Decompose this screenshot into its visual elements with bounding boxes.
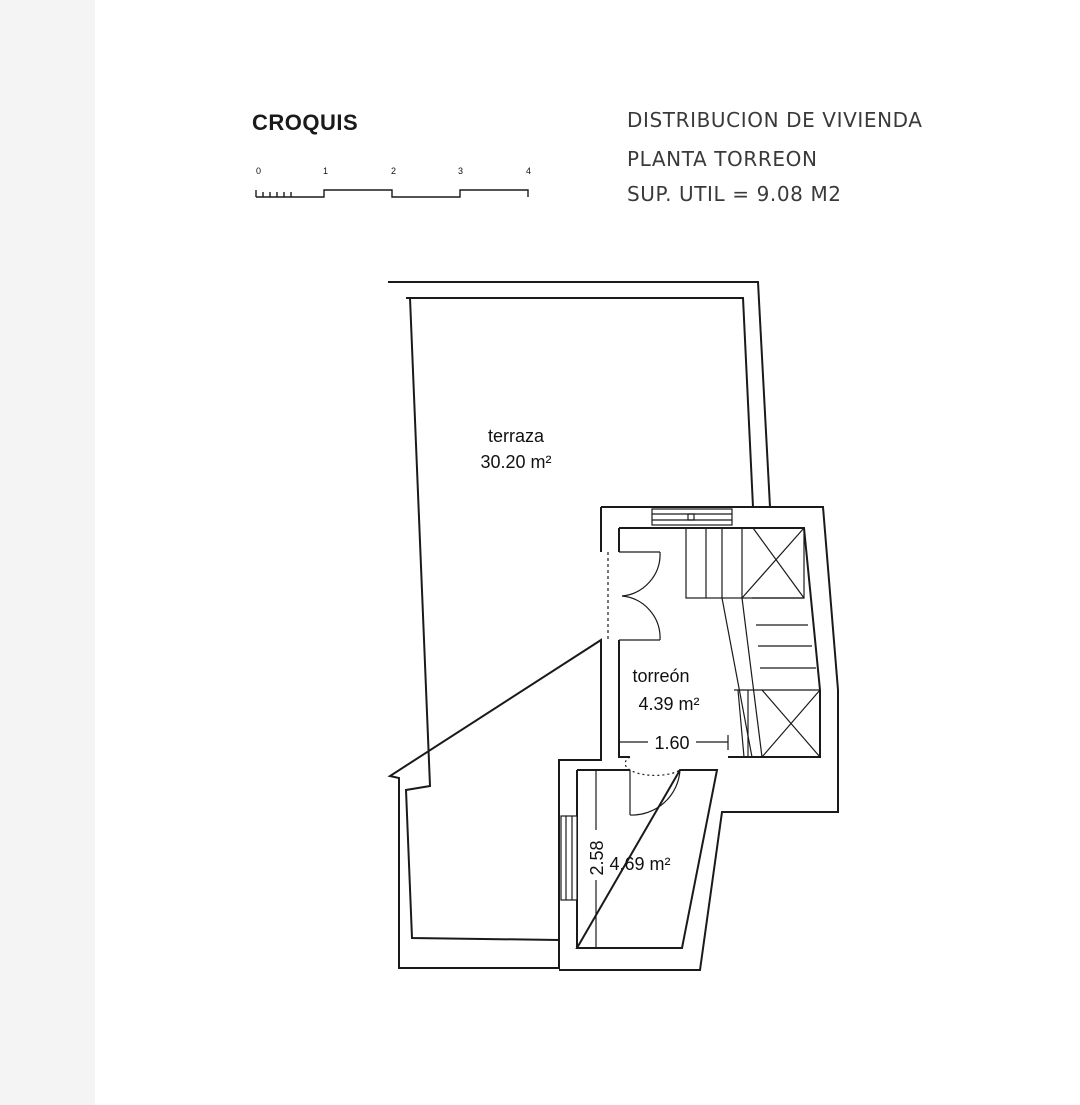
room-area-torreon: 4.39 m² (638, 694, 699, 714)
door-small-room (624, 756, 681, 816)
drawing-sheet (95, 0, 1080, 1105)
scale-bar-line (256, 189, 529, 198)
room-name-torreon: torreón (632, 666, 689, 686)
staircase (685, 527, 821, 758)
scale-tick-3: 3 (458, 166, 463, 176)
header-line-superficie: SUP. UTIL = 9.08 M2 (627, 182, 842, 206)
dimension-lines (590, 735, 729, 949)
scale-bar: 0 1 2 3 4 (255, 166, 531, 198)
window-top (651, 508, 733, 526)
room-name-terraza: terraza (488, 426, 545, 446)
dimension-width-torreon: 1.60 (654, 733, 689, 753)
torreon-outer-wall (559, 506, 839, 971)
window-small-room (560, 815, 578, 901)
terraza-inner-wall (404, 297, 754, 941)
scale-tick-0: 0 (256, 166, 261, 176)
door-double-terraza (607, 551, 661, 641)
terraza-outer-wall (387, 281, 771, 969)
header-line-planta: PLANTA TORREON (627, 147, 818, 171)
room-area-terraza: 30.20 m² (480, 452, 551, 472)
scale-tick-1: 1 (323, 166, 328, 176)
croquis-title: CROQUIS (252, 110, 359, 135)
header-line-distribucion: DISTRIBUCION DE VIVIENDA (627, 108, 923, 132)
scale-tick-2: 2 (391, 166, 396, 176)
dimension-height-small-room: 2.58 (587, 840, 607, 875)
scale-tick-4: 4 (526, 166, 531, 176)
room-area-small-room: 4.69 m² (609, 854, 670, 874)
